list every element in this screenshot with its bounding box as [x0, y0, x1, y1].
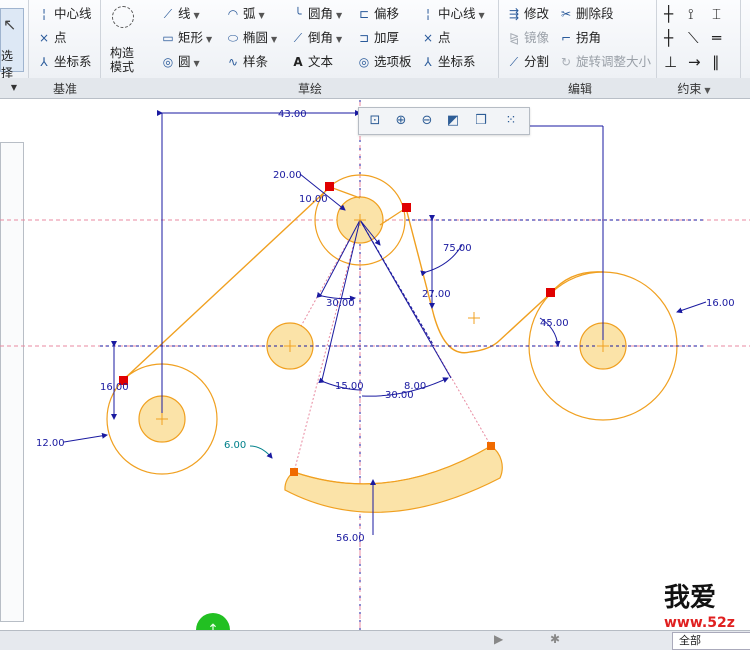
- equal-constraint-icon[interactable]: ═: [712, 29, 722, 47]
- text-icon: A: [293, 55, 303, 69]
- ellipse-button[interactable]: ⬭椭圆▼: [225, 28, 277, 48]
- datum-coord-button[interactable]: ⅄坐标系: [36, 52, 91, 72]
- datum-centerline-button[interactable]: ¦中心线: [36, 4, 92, 24]
- palette-icon: ◎: [358, 55, 370, 69]
- zoom-fit-icon[interactable]: ⊡: [369, 113, 381, 128]
- construct-mode-icon: [112, 6, 134, 28]
- construct-mode-button[interactable]: 构造 模式: [104, 4, 144, 74]
- chamfer-icon: ⟋: [293, 31, 303, 45]
- coincident-constraint-icon[interactable]: ⟍: [688, 29, 699, 47]
- view-toolbar: ⊡ ⊕ ⊖ ◩ ❒ ⁙: [358, 107, 530, 135]
- offset-icon: ⊏: [358, 7, 370, 21]
- coord-system-icon: ⅄: [40, 55, 48, 69]
- select-label: 选择: [1, 49, 14, 80]
- symmetric-constraint-icon[interactable]: →: [688, 53, 701, 71]
- datum-point-button[interactable]: ×点: [36, 28, 67, 48]
- rotate-resize-icon: ↻: [560, 55, 572, 69]
- separator: [656, 0, 657, 98]
- edit-group-label: 编辑: [567, 82, 592, 96]
- modify-icon: ⇶: [508, 7, 520, 21]
- line-icon: ⟋: [163, 7, 173, 21]
- chamfer-button[interactable]: ⟋倒角▼: [290, 28, 342, 48]
- status-bar: ▶ ✱ 全部: [0, 630, 750, 650]
- corner-icon: ⌐: [560, 31, 572, 45]
- settings-icon[interactable]: ✱: [550, 632, 561, 646]
- repaint-icon[interactable]: ◩: [446, 113, 460, 128]
- watermark: 我爱 www.52z: [660, 577, 750, 637]
- constraint-group-label[interactable]: 约束▼: [677, 82, 711, 96]
- sketch-point-button[interactable]: ×点: [420, 28, 451, 48]
- line-button[interactable]: ⟋线▼: [160, 4, 200, 24]
- delete-segment-button[interactable]: ✂删除段: [558, 4, 614, 24]
- datum-group-label: 基准: [52, 82, 77, 96]
- centerline-icon: ¦: [41, 7, 47, 21]
- midpoint-constraint-icon[interactable]: ⌶: [712, 5, 722, 23]
- point-icon: ×: [422, 31, 434, 45]
- fillet-icon: ╰: [294, 7, 302, 21]
- cursor-icon: ↖: [3, 15, 17, 34]
- perpendicular-constraint-icon[interactable]: ⊥: [664, 53, 678, 71]
- separator: [100, 0, 101, 98]
- separator: [498, 0, 499, 98]
- play-icon[interactable]: ▶: [494, 632, 504, 646]
- ribbon-group-labels: ▼ 基准 草绘 编辑 约束▼: [0, 78, 750, 99]
- spline-icon: ∿: [227, 55, 239, 69]
- ribbon: ↖ 选择 ¦中心线 ×点 ⅄坐标系 构造 模式 ⟋线▼ ▭矩形▼ ◎圆▼ ◠弧▼…: [0, 0, 750, 80]
- watermark-text: 我爱: [664, 583, 717, 613]
- corner-button[interactable]: ⌐拐角: [558, 28, 601, 48]
- zoom-out-icon[interactable]: ⊖: [421, 113, 433, 128]
- rectangle-button[interactable]: ▭矩形▼: [160, 28, 212, 48]
- arc-button[interactable]: ◠弧▼: [225, 4, 265, 24]
- select-button[interactable]: ↖ 选择: [0, 8, 24, 80]
- zoom-in-icon[interactable]: ⊕: [395, 113, 407, 128]
- select-group-dropdown[interactable]: ▼: [10, 83, 18, 92]
- ellipse-icon: ⬭: [227, 31, 239, 45]
- sketch-coord-button[interactable]: ⅄坐标系: [420, 52, 475, 72]
- mirror-button[interactable]: ⧎镜像: [506, 28, 549, 48]
- separator: [740, 0, 741, 98]
- parallel-constraint-icon[interactable]: ∥: [712, 53, 720, 71]
- fillet-button[interactable]: ╰圆角▼: [290, 4, 342, 24]
- coord-system-icon: ⅄: [424, 55, 432, 69]
- circle-icon: ◎: [162, 55, 174, 69]
- divide-icon: ⟋: [509, 55, 519, 69]
- tangent-constraint-icon[interactable]: ⟟: [688, 5, 694, 23]
- rotate-resize-button[interactable]: ↻旋转调整大小: [558, 52, 651, 72]
- sketch-canvas[interactable]: [0, 99, 750, 630]
- separator: [28, 0, 29, 98]
- modify-button[interactable]: ⇶修改: [506, 4, 549, 24]
- filter-select[interactable]: 全部: [672, 632, 750, 650]
- sketch-display-icon[interactable]: ⁙: [505, 113, 517, 128]
- mirror-icon: ⧎: [508, 31, 520, 45]
- palette-button[interactable]: ◎选项板: [356, 52, 412, 72]
- watermark-url: www.52z: [664, 615, 735, 631]
- horizontal-constraint-icon[interactable]: ┼: [664, 29, 674, 47]
- arc-icon: ◠: [227, 7, 239, 21]
- model-tree-panel[interactable]: [0, 142, 24, 622]
- offset-button[interactable]: ⊏偏移: [356, 4, 399, 24]
- sketch-centerline-button[interactable]: ¦中心线▼: [420, 4, 485, 24]
- divide-button[interactable]: ⟋分割: [506, 52, 549, 72]
- vertical-constraint-icon[interactable]: ┼: [664, 5, 674, 23]
- sketch-group-label: 草绘: [297, 82, 322, 96]
- thicken-button[interactable]: ⊐加厚: [356, 28, 399, 48]
- delete-segment-icon: ✂: [560, 7, 572, 21]
- point-icon: ×: [38, 31, 50, 45]
- rectangle-icon: ▭: [162, 31, 174, 45]
- spline-button[interactable]: ∿样条: [225, 52, 268, 72]
- thicken-icon: ⊐: [358, 31, 370, 45]
- display-style-icon[interactable]: ❒: [475, 113, 487, 128]
- centerline-icon: ¦: [425, 7, 431, 21]
- circle-button[interactable]: ◎圆▼: [160, 52, 200, 72]
